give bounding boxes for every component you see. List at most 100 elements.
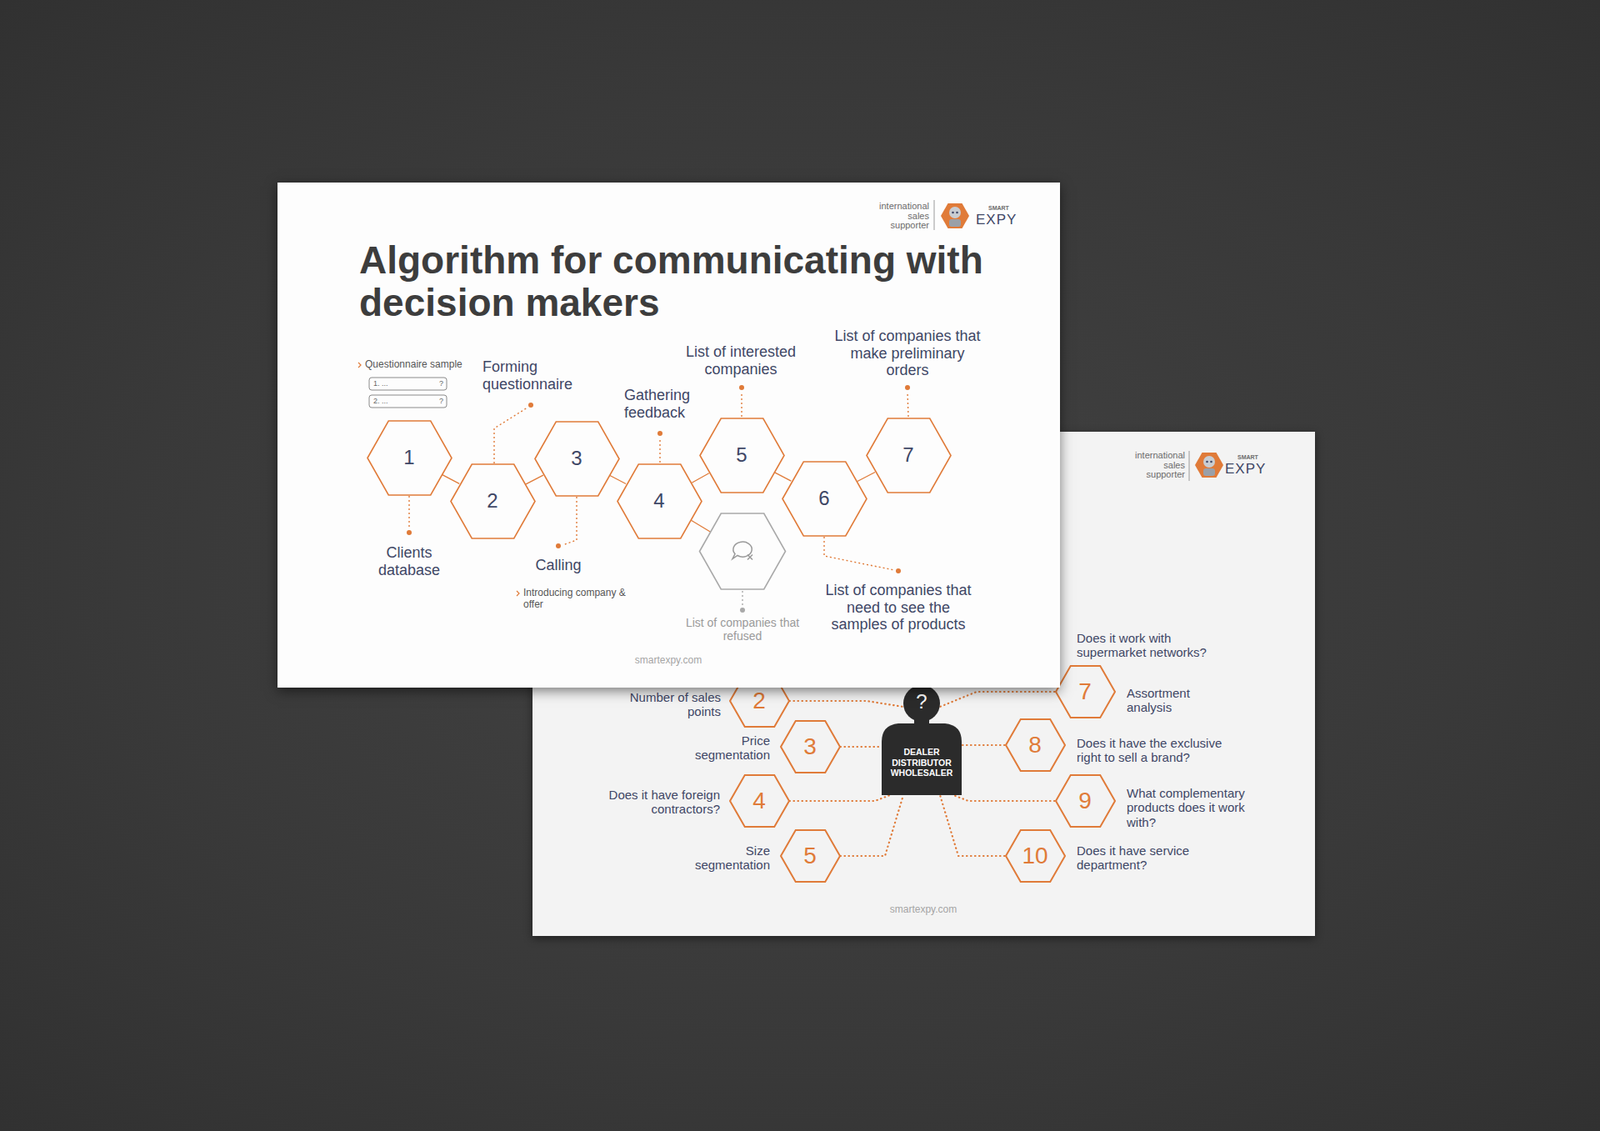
text-label: Introducing company & offer <box>523 587 632 611</box>
step-number: 1 <box>403 447 415 468</box>
step-number: 9 <box>1078 789 1092 813</box>
hex-outline <box>1005 719 1065 771</box>
dotted-connector <box>840 745 883 748</box>
dealer-silhouette: ? DEALER DISTRIBUTOR WHOLESALER <box>876 681 967 795</box>
step-number: 4 <box>752 789 766 813</box>
text-label: international sales supporter <box>1125 450 1185 480</box>
step-hex: 5 <box>699 417 785 494</box>
label-box: Forming questionnaire <box>482 358 608 393</box>
step-number: 3 <box>570 448 582 469</box>
label-box: international sales supporter <box>1125 450 1185 480</box>
logo-divider <box>1189 450 1190 481</box>
step-connector <box>691 473 710 483</box>
text-label: SMART <box>1237 454 1259 461</box>
label-box: What complementary products does it work… <box>1126 785 1254 830</box>
hex-outline <box>700 513 786 590</box>
text-label: EXPY <box>975 211 1017 229</box>
step-number: 7 <box>1078 680 1092 704</box>
hex-outline <box>1005 830 1065 882</box>
step-hex: 1 <box>366 420 453 496</box>
hex-outline <box>450 464 535 539</box>
label-box: List of companies that make preliminary … <box>830 327 985 380</box>
label-box: Price segmentation <box>678 733 770 763</box>
text-label: Clients database <box>367 544 451 579</box>
dotted-connector <box>961 744 1005 746</box>
label-box: Does it have the exclusive right to sell… <box>1076 735 1242 765</box>
label-box: SMART <box>988 205 1010 212</box>
body <box>881 723 962 795</box>
label-box: Clients database <box>367 544 451 579</box>
logo-divider <box>934 200 935 230</box>
label-box: Does it have service department? <box>1076 843 1204 873</box>
step-hex: 6 <box>781 460 868 537</box>
step-number: 5 <box>803 844 817 868</box>
text-label: List of companies that need to see the s… <box>822 581 975 634</box>
label-box: Introducing company & offer <box>523 587 632 611</box>
label-box: SMART <box>1237 454 1259 461</box>
text-label: Questionnaire sample <box>365 359 463 371</box>
label-box: Size segmentation <box>678 843 770 873</box>
hex-outline <box>1055 775 1115 827</box>
dotted-connector <box>953 795 1055 801</box>
title-box: Algorithm for communicating with decisio… <box>359 239 1010 324</box>
label-box: Questionnaire sample <box>365 359 463 371</box>
text-label: Price segmentation <box>678 733 770 763</box>
dotted-connector <box>940 795 1005 856</box>
refusal-chat-icon <box>732 541 753 560</box>
dealer-label: DEALER DISTRIBUTOR WHOLESALER <box>883 746 960 779</box>
hex-outline <box>780 830 840 882</box>
step-number: 7 <box>902 445 914 465</box>
label-box: smartexpy.com <box>601 655 735 667</box>
step-hex: 7 <box>865 417 952 494</box>
step-hex: 9 <box>1055 774 1116 828</box>
dotted-connector <box>840 795 905 856</box>
hex-outline <box>782 461 867 536</box>
step-connector <box>610 475 626 485</box>
text-label: smartexpy.com <box>856 904 990 916</box>
text-label: ? <box>439 379 444 388</box>
refused-label: List of companies that refused <box>675 615 810 643</box>
label-box: Number of sales points <box>620 690 721 720</box>
label-box: EXPY <box>975 211 1017 229</box>
step-hex: 2 <box>450 463 536 540</box>
label-box: List of companies that need to see the s… <box>822 581 975 634</box>
step-number: 8 <box>1028 733 1042 757</box>
leader-line <box>741 590 743 607</box>
text-label: smartexpy.com <box>601 655 735 667</box>
text-label: ? <box>439 396 444 405</box>
refused-hex: List of companies that refused <box>675 512 810 642</box>
logo-icon <box>940 203 970 229</box>
step-number: 10 <box>1021 844 1048 868</box>
hex-outline <box>866 418 951 493</box>
hex-outline <box>730 775 790 827</box>
step-hex: 4 <box>616 463 703 540</box>
text-label: What complementary products does it work… <box>1126 785 1254 830</box>
logo-icon <box>1195 452 1224 478</box>
hex-outline <box>700 418 785 493</box>
hex-outline <box>535 421 620 496</box>
text-label: Number of sales points <box>620 690 721 720</box>
text-label: Does it have service department? <box>1076 843 1204 873</box>
step-connector <box>857 472 875 482</box>
question-mark: ? <box>876 691 967 712</box>
step-number: 2 <box>486 490 498 511</box>
step-hex: 4 <box>729 774 790 828</box>
step-hex: 3 <box>534 420 620 497</box>
label-box: international sales supporter <box>869 201 930 231</box>
title: Algorithm for communicating with decisio… <box>359 239 1010 324</box>
text-label: List of interested companies <box>670 343 812 378</box>
text-label: 1. ... <box>373 379 389 388</box>
step-connector <box>525 475 544 485</box>
label-box: Calling <box>516 556 600 575</box>
hex-outline <box>1055 665 1115 718</box>
dotted-connector <box>790 795 891 801</box>
text-label: SMART <box>988 205 1010 212</box>
label-box: 2. ... <box>373 396 389 405</box>
label-box: Gathering feedback <box>624 386 733 421</box>
label-box: 1. ... <box>373 379 389 388</box>
text-label: Does it have foreign contractors? <box>596 787 720 817</box>
step-number: 4 <box>653 490 665 511</box>
